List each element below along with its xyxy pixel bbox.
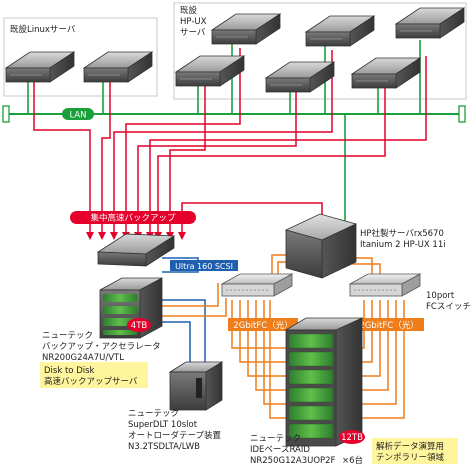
hpux-group-label-line3: サーバ: [180, 28, 206, 38]
raid-label-line1: ニューテック: [250, 434, 301, 444]
analysis-line2: テンポラリー領域: [376, 452, 445, 463]
raid-count: ×6台: [342, 455, 363, 466]
lan-drops: [27, 40, 421, 238]
fc-switch-label-line1: 10port: [426, 291, 455, 301]
raid-capacity-badge: [339, 430, 365, 444]
lan-terminator-left: [2, 105, 10, 123]
raid-label-line2: IDEベースRAID: [250, 445, 310, 455]
fc-label-1: 2GbitFC（光）: [233, 320, 292, 331]
hpux-group-label-line1: 既設: [180, 5, 198, 16]
hp-server-label-line1: HP社製サーバrx5670: [360, 228, 444, 239]
linux-server-2: [82, 51, 154, 83]
tape-autoloader: [168, 361, 224, 411]
linux-group-frame: [3, 17, 158, 97]
fc-switch-2: [348, 273, 422, 297]
hp-server-label-line2: Itanium 2 HP-UX 11i: [360, 240, 446, 250]
accelerator-capacity: 4TB: [131, 321, 148, 331]
fc-switch-label-line2: FCスイッチ: [426, 302, 471, 312]
hpux-server-1: [174, 55, 246, 87]
fc-label-box-1: [228, 318, 298, 331]
hp-server: [284, 213, 358, 279]
fc-label-2: 2GbitFC（光）: [359, 320, 418, 331]
disk-to-disk-line2: 高速バックアップサーバ: [44, 376, 138, 387]
scsi-label-box: [170, 260, 238, 271]
lan-label-pill: [62, 108, 94, 120]
linux-server-1: [4, 51, 76, 83]
fc-switch-1: [220, 273, 294, 297]
hpux-server-6: [394, 7, 466, 39]
tape-label-line3: オートローダテープ装置: [128, 430, 221, 441]
analysis-note: [372, 438, 458, 464]
tape-label-line2: SuperDLT 10slot: [128, 420, 198, 430]
hpux-group-label-line2: HP-UX: [180, 17, 207, 27]
analysis-line1: 解析データ演算用: [376, 441, 444, 452]
hpux-server-4: [304, 15, 376, 47]
raid-storage: [284, 317, 364, 447]
accelerator-label-line2: バックアップ・アクセラレータ: [42, 342, 161, 352]
tape-label-line4: N3.2TSDLTA/LWB: [128, 442, 200, 452]
hpux-server-5: [350, 57, 422, 89]
accelerator-top-unit: [96, 233, 176, 267]
accelerator-label-line1: ニューテック: [42, 331, 93, 341]
scsi-label: Ultra 160 SCSI: [175, 262, 233, 271]
linux-group-label: 既設Linuxサーバ: [10, 24, 76, 35]
scsi-lines: [162, 257, 206, 372]
tape-label-line1: ニューテック: [128, 409, 179, 419]
fc-label-box-2: [354, 318, 424, 331]
disk-to-disk-note: [40, 362, 148, 388]
raid-capacity: 12TB: [341, 433, 363, 443]
hpux-server-2: [210, 13, 282, 45]
raid-label-line3: NR250G12A3UOP2F: [250, 456, 336, 466]
backup-label: 集中高速バックアップ: [90, 213, 176, 224]
hpux-group-frame: [173, 2, 467, 100]
accelerator-capacity-badge: [127, 318, 151, 332]
lan-label: LAN: [69, 111, 86, 121]
accelerator-label-line3: NR200G24A7U/VTL: [42, 353, 124, 363]
lan-terminator-right: [458, 105, 466, 123]
hpux-server-3: [264, 61, 336, 93]
disk-to-disk-line1: Disk to Disk: [44, 366, 95, 376]
backup-lines: [33, 48, 427, 215]
backup-label-pill: [70, 211, 196, 224]
